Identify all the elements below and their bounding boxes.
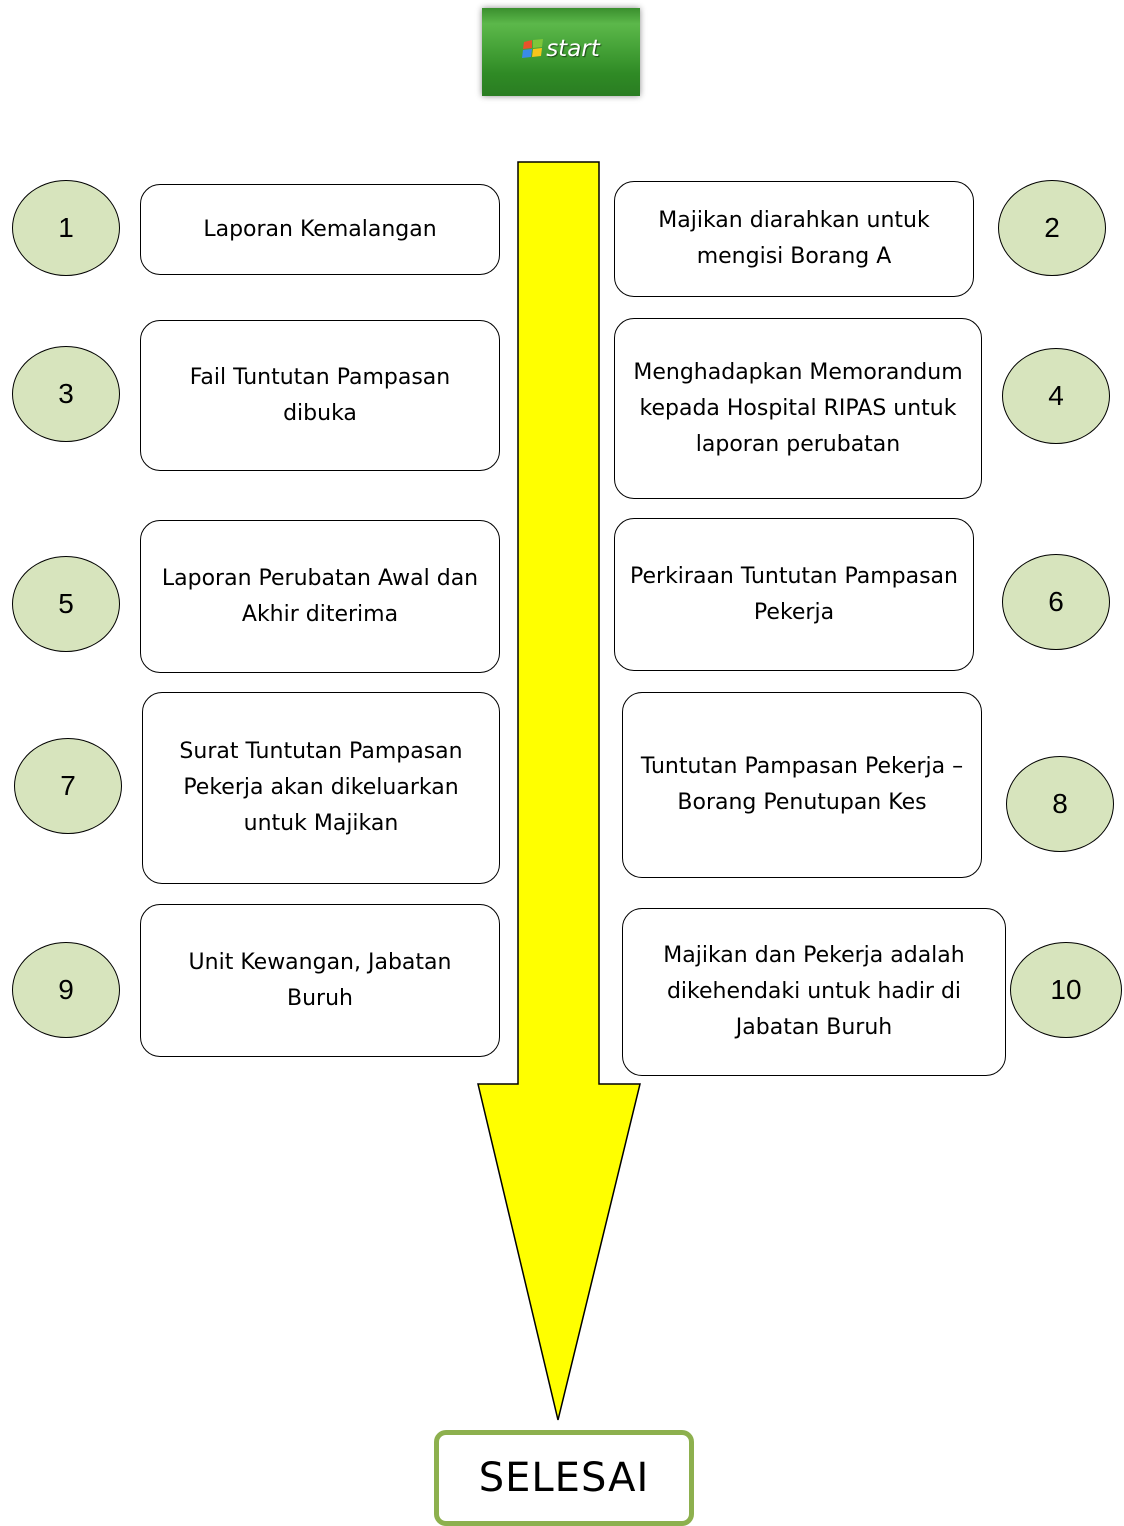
step-box-6: Perkiraan Tuntutan Pampasan Pekerja xyxy=(614,518,974,671)
step-box-10: Majikan dan Pekerja adalah dikehendaki u… xyxy=(622,908,1006,1076)
step-number-2: 2 xyxy=(998,180,1106,276)
step-number-5: 5 xyxy=(12,556,120,652)
step-box-1: Laporan Kemalangan xyxy=(140,184,500,275)
step-box-9: Unit Kewangan, Jabatan Buruh xyxy=(140,904,500,1057)
step-number-8: 8 xyxy=(1006,756,1114,852)
step-number-3: 3 xyxy=(12,346,120,442)
step-box-8: Tuntutan Pampasan Pekerja – Borang Penut… xyxy=(622,692,982,878)
start-button[interactable]: start xyxy=(482,8,640,96)
step-number-1: 1 xyxy=(12,180,120,276)
step-number-6: 6 xyxy=(1002,554,1110,650)
end-box: SELESAI xyxy=(434,1430,694,1526)
step-number-10: 10 xyxy=(1010,942,1122,1038)
step-box-7: Surat Tuntutan Pampasan Pekerja akan dik… xyxy=(142,692,500,884)
start-label: start xyxy=(546,36,600,62)
step-box-4: Menghadapkan Memorandum kepada Hospital … xyxy=(614,318,982,499)
step-box-5: Laporan Perubatan Awal dan Akhir diterim… xyxy=(140,520,500,673)
step-number-4: 4 xyxy=(1002,348,1110,444)
windows-flag-icon xyxy=(522,39,544,58)
step-number-7: 7 xyxy=(14,738,122,834)
step-box-2: Majikan diarahkan untuk mengisi Borang A xyxy=(614,181,974,297)
step-box-3: Fail Tuntutan Pampasan dibuka xyxy=(140,320,500,471)
step-number-9: 9 xyxy=(12,942,120,1038)
